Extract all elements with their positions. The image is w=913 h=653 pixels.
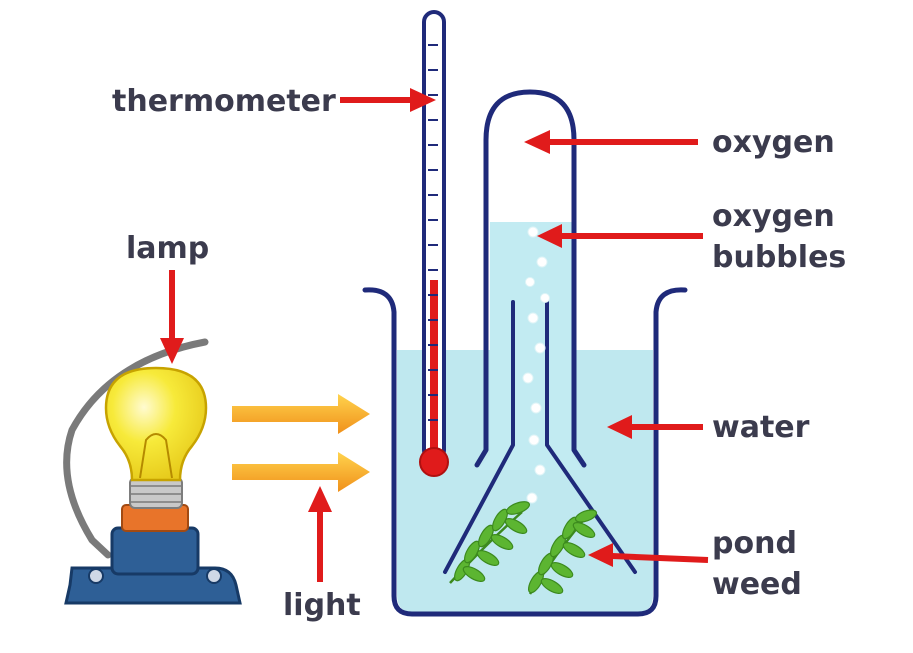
tube-water [478,222,582,470]
light-arrow [232,394,370,434]
screw-icon [88,568,104,584]
lamp-socket [110,526,200,576]
label-oxygen: oxygen [712,125,835,160]
weed-leaf [562,542,586,558]
bubble [525,277,535,287]
bubble [530,402,542,414]
label-oxygen-bubbles-line2: bubbles [712,240,846,275]
funnel-stem [443,300,637,574]
arrowhead [308,486,332,512]
arrowhead [410,88,436,112]
pond-weed [449,501,598,595]
light-arrow [232,452,370,492]
pointer-arrows [160,88,709,582]
label-lamp: lamp [126,231,209,266]
weed-leaf [574,509,598,523]
arrowhead [524,130,550,154]
weed-leaf [478,524,494,548]
bubble [536,256,548,268]
arrowhead [588,543,613,567]
bubble [527,312,539,324]
bubble [526,492,538,504]
light-arrows [232,394,370,492]
bubble [528,434,540,446]
labels: thermometer oxygen oxygen bubbles lamp w… [112,84,846,623]
label-pond-weed-line2: weed [712,567,802,602]
arrowhead [160,338,184,364]
weed-leaf [492,508,508,532]
bubble [534,342,546,354]
bubble [540,293,550,303]
weed-leaf [476,550,500,566]
weed-leaf [572,522,596,538]
thermometer-liquid [430,280,438,450]
beaker-water [397,350,653,613]
bulb-filament [139,433,173,479]
test-tube [474,89,587,468]
thermometer [419,10,449,477]
weed-leaf [462,566,486,582]
weed-leaf [464,540,480,564]
label-pond-weed-line1: pond [712,526,797,561]
bubble [534,464,546,476]
thermometer-bulb [419,447,449,477]
bubble [527,226,539,238]
weed-leaf [504,518,528,534]
label-oxygen-bubbles-line1: oxygen [712,199,835,234]
collecting-tube-and-funnel [443,89,637,574]
beaker [362,287,688,617]
label-thermometer: thermometer [112,84,336,119]
bulb-threads [131,485,181,503]
lamp [63,338,242,605]
weed-leaf [505,501,531,515]
light-bulb-icon [104,366,208,482]
label-light: light [283,588,361,623]
bubble [522,372,534,384]
lamp-base [64,566,242,605]
weed-leaf [550,562,574,578]
thermometer-scale [428,44,438,421]
screw-icon [206,568,222,584]
lamp-cable [63,338,209,559]
arrowhead [537,224,562,248]
label-water: water [712,410,810,445]
arrowhead [607,415,632,439]
weed-leaf [540,578,564,594]
beaker-glass [362,287,688,617]
oxygen-bubbles [522,226,550,504]
weed-leaf [490,534,514,550]
